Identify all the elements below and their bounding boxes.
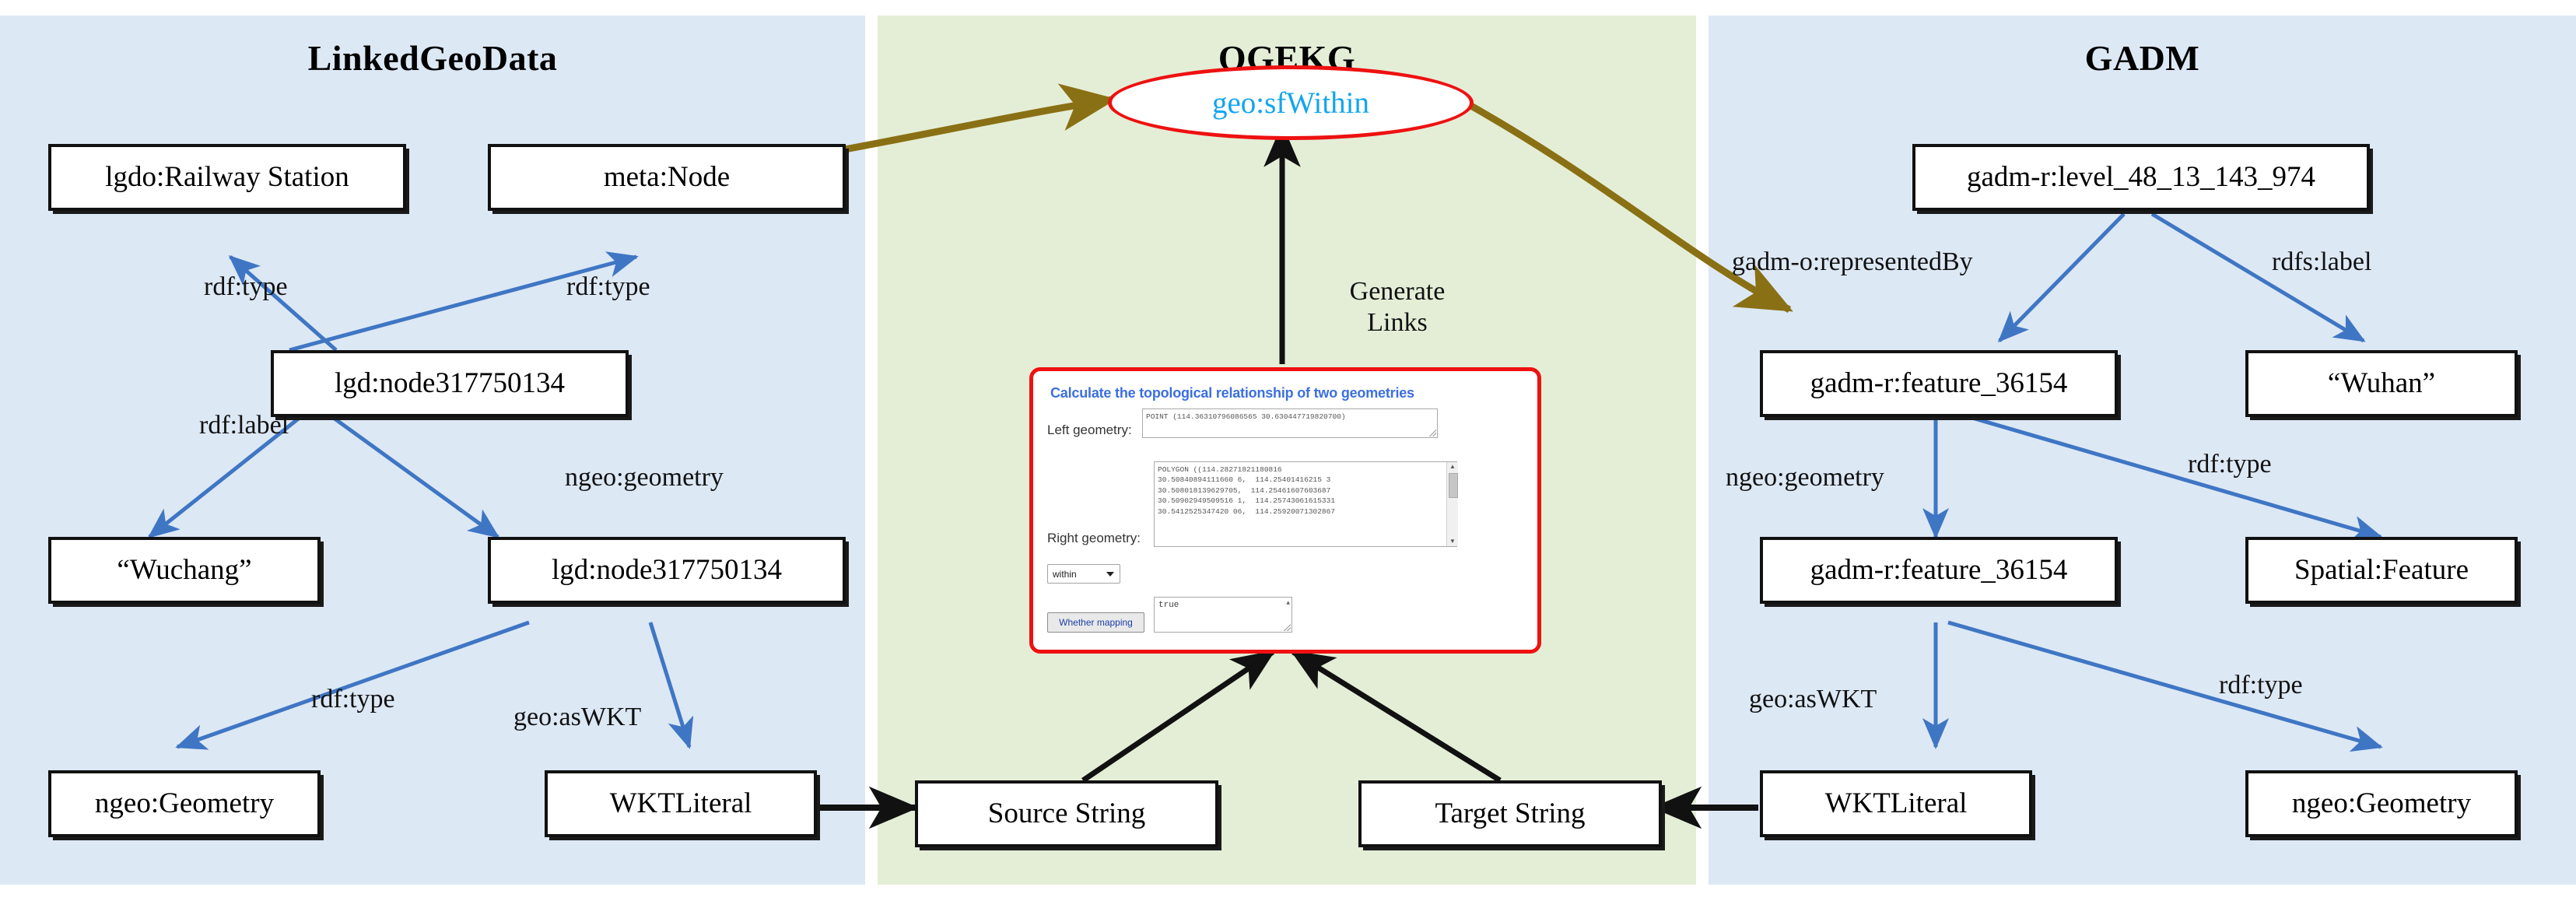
resize-grip-icon[interactable] [1429,429,1436,436]
edge-label-rdf-type-2: rdf:type [566,272,650,301]
node-label: gadm-r:level_48_13_143_974 [1966,160,2316,193]
node-label: ngeo:Geometry [2291,787,2472,819]
node-label: Spatial:Feature [2294,553,2469,586]
node-ngeo-geometry-left[interactable]: ngeo:Geometry [48,770,321,837]
generate-links-line-2: Links [1367,308,1428,338]
node-label: lgdo:Railway Station [105,160,349,193]
edge-label-rdf-type-right-2: rdf:type [2219,671,2303,699]
edge-label-rdf-type-right-1: rdf:type [2188,450,2272,479]
edge-label-geo-aswkt-right: geo:asWKT [1749,685,1877,713]
scroll-thumb[interactable] [1449,473,1458,498]
node-label: gadm-r:feature_36154 [1810,366,2068,399]
node-label: ngeo:Geometry [94,787,275,819]
left-geometry-input[interactable]: POINT (114.36310796086565 30.63044771982… [1142,408,1438,438]
node-wuhan[interactable]: “Wuhan” [2245,350,2518,417]
node-lgd-node-main[interactable]: lgd:node317750134 [271,350,629,417]
node-lgdo-railway-station[interactable]: lgdo:Railway Station [48,144,406,211]
right-geometry-label: Right geometry: [1047,531,1141,545]
node-gadm-feature-top[interactable]: gadm-r:feature_36154 [1760,350,2118,417]
generate-links-line-1: Generate [1349,277,1446,306]
whether-mapping-label: Whether mapping [1059,617,1133,628]
node-wuchang[interactable]: “Wuchang” [48,537,321,604]
node-label: Source String [987,797,1146,829]
edge-label-ngeo-geometry-right: ngeo:geometry [1726,463,1884,492]
right-geometry-input[interactable]: POLYGON ((114.28271821180816 30.50840894… [1154,461,1457,547]
node-label: geo:sfWithin [1211,86,1370,120]
node-label: WKTLiteral [609,787,752,819]
resize-grip-icon[interactable] [1284,624,1291,631]
node-meta-node[interactable]: meta:Node [488,144,846,211]
node-wktliteral-left[interactable]: WKTLiteral [545,770,817,837]
edge-label-ngeo-geometry-left: ngeo:geometry [565,463,724,492]
topological-calculator-card[interactable]: Calculate the topological relationship o… [1029,367,1541,654]
edge-label-geo-aswkt-left: geo:asWKT [513,703,642,731]
output-scroll-icon[interactable]: ▲ [1286,600,1290,607]
relation-select[interactable]: within [1047,564,1120,584]
node-label: meta:Node [603,160,731,193]
mapping-result-value: true [1158,601,1179,610]
node-target-string[interactable]: Target String [1358,780,1662,847]
node-label: lgd:node317750134 [552,553,782,586]
node-label: WKTLiteral [1824,787,1968,819]
node-label: “Wuchang” [117,553,252,586]
node-ngeo-geometry-right[interactable]: ngeo:Geometry [2245,770,2518,837]
node-source-string[interactable]: Source String [915,780,1218,847]
node-geo-sfwithin[interactable]: geo:sfWithin [1108,65,1474,140]
node-gadm-feature-bottom[interactable]: gadm-r:feature_36154 [1760,537,2118,604]
edge-label-generate-links: Generate Links [1312,276,1483,338]
form-title: Calculate the topological relationship o… [1050,385,1414,401]
panel-title-linkedgeodata: LinkedGeoData [307,38,558,78]
edge-label-rdf-type-1: rdf:type [204,272,288,301]
node-spatial-feature[interactable]: Spatial:Feature [2245,537,2518,604]
node-gadm-level[interactable]: gadm-r:level_48_13_143_974 [1912,144,2370,211]
relation-select-value: within [1053,568,1077,580]
panel-title-gadm: GADM [2084,38,2200,78]
left-geometry-label: Left geometry: [1047,422,1132,437]
edge-label-rdf-type-3: rdf:type [311,685,395,713]
edge-label-rdf-label: rdf:label [199,411,289,440]
node-wktliteral-right[interactable]: WKTLiteral [1760,770,2032,837]
node-label: lgd:node317750134 [335,366,565,399]
mapping-result-output: true ▲ [1154,597,1292,633]
node-label: gadm-r:feature_36154 [1810,553,2068,586]
whether-mapping-button[interactable]: Whether mapping [1047,612,1144,633]
scroll-up-icon[interactable]: ▲ [1449,463,1456,470]
edge-label-represented-by: gadm-o:representedBy [1732,247,1973,276]
chevron-down-icon [1106,571,1114,577]
scroll-down-icon[interactable]: ▼ [1449,538,1456,545]
node-lgd-node-geometry[interactable]: lgd:node317750134 [488,537,846,604]
node-label: “Wuhan” [2327,366,2436,399]
right-geometry-scrollbar[interactable]: ▲ ▼ [1446,462,1458,546]
edge-label-rdfs-label: rdfs:label [2272,247,2372,276]
node-label: Target String [1435,797,1586,829]
